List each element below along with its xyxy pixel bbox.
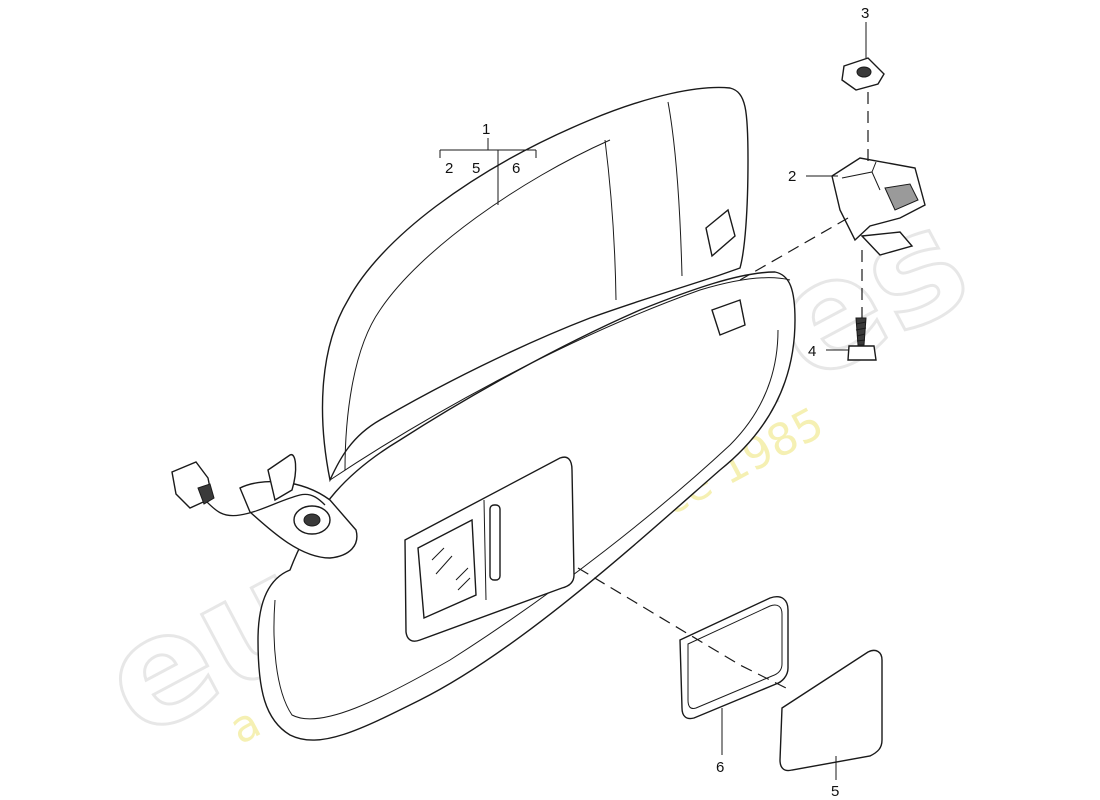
callout-1-sub-2: 2 <box>445 160 453 177</box>
leader-1 <box>439 138 537 205</box>
assembly-line-2-visor <box>739 217 849 281</box>
sun-visor-inner-edge <box>344 139 611 471</box>
callout-5: 5 <box>831 783 839 800</box>
assembly-lines <box>577 92 869 691</box>
sun-visor-hinge-clip <box>711 299 746 336</box>
sun-visor-crease-2 <box>667 101 683 277</box>
visor-holder-hook <box>860 231 914 256</box>
sun-visor-lower-inner <box>273 329 779 720</box>
vanity-mirror-divider <box>483 499 487 601</box>
screw-head <box>847 345 877 361</box>
visor-holder-tab <box>884 183 919 211</box>
clip-nut <box>841 57 885 91</box>
visor-holder <box>831 157 926 256</box>
clip-nut-hole <box>856 66 872 78</box>
callout-1: 1 <box>482 121 490 138</box>
mirror-cover-pane <box>779 649 883 772</box>
callout-6: 6 <box>716 759 724 776</box>
visor-holder-detail <box>841 161 881 191</box>
mirror-reflection-1 <box>431 547 471 591</box>
callout-2: 2 <box>788 168 796 185</box>
visor-wire <box>204 493 326 517</box>
callout-4: 4 <box>808 343 816 360</box>
screw-thread-lines <box>855 321 867 342</box>
vanity-mirror-glass <box>417 518 477 620</box>
mirror-glass-pane-inner <box>687 604 783 709</box>
callout-leaders <box>439 22 867 780</box>
callouts: 1 2 5 6 2 3 4 5 6 <box>445 5 869 800</box>
mirror-glass-pane <box>679 596 789 720</box>
visor-mount-arm <box>267 454 297 502</box>
visor-connector-plug <box>197 483 215 505</box>
callout-3: 3 <box>861 5 869 22</box>
assembly-line-mirror <box>577 567 791 691</box>
visor-mount-pivot-core <box>303 513 321 527</box>
callout-1-sub-5: 5 <box>472 160 480 177</box>
callout-1-sub-6: 6 <box>512 160 520 177</box>
vanity-light-slot <box>489 504 501 581</box>
sun-visor-patch <box>705 208 736 258</box>
sun-visor-hinge-line <box>329 277 791 481</box>
sun-visor-crease-1 <box>604 139 617 301</box>
screw <box>847 317 877 361</box>
sun-visor-upper-face <box>321 86 749 483</box>
sun-visor <box>171 86 796 741</box>
